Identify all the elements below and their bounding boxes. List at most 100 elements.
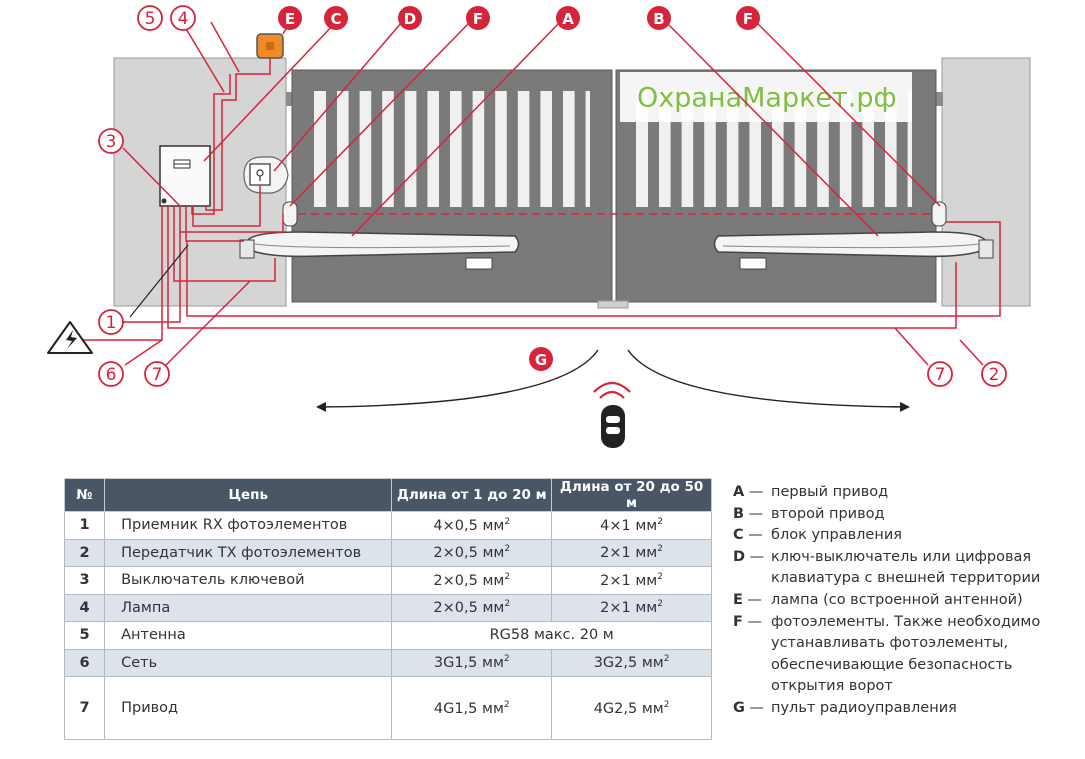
cell-circuit: Передатчик TX фотоэлементов [104, 538, 393, 567]
top-rail-right [935, 92, 943, 106]
col-header-num: № [63, 478, 106, 512]
col-header-circuit: Цепь [104, 478, 393, 512]
callout-left-3: 7 [144, 361, 170, 387]
photocell-right [931, 201, 947, 227]
cell-length-1-20: 3G1,5 мм2 [391, 648, 553, 677]
key-switch-icon [243, 156, 289, 194]
legend-text: лампа (со встроенной антенной) [771, 591, 1023, 608]
cell-num: 7 [63, 676, 106, 740]
gate-bars-left [326, 91, 586, 207]
callout-left-0: 3 [98, 128, 124, 154]
warning-high-voltage-icon [47, 321, 93, 354]
svg-text:D: D [404, 10, 416, 28]
actuator-a [239, 231, 520, 270]
callout-top-2: E [278, 6, 302, 30]
legend-item: C — блок управления [733, 525, 1078, 547]
legend-key: G — [733, 699, 765, 716]
svg-text:7: 7 [935, 365, 946, 385]
legend: A — первый привод B — второй привод C — блок … [733, 482, 1078, 720]
cell-length-20-50: 2×1 мм2 [551, 566, 712, 595]
svg-text:7: 7 [152, 365, 163, 385]
opening-arrow-left [316, 349, 599, 412]
cell-num: 2 [63, 538, 106, 567]
legend-key: D — [733, 548, 765, 565]
table-header-row: № Цепь Длина от 1 до 20 м Длина от 20 до… [63, 478, 712, 512]
svg-text:C: C [330, 10, 341, 28]
legend-text: фотоэлементы. Также необходимо устанавли… [771, 613, 1041, 695]
legend-text: ключ-выключатель или цифровая клавиатура… [771, 548, 1041, 587]
cell-circuit: Приемник RX фотоэлементов [104, 511, 393, 540]
cell-length-20-50: 4×1 мм2 [551, 511, 712, 540]
opening-arrow-right [627, 349, 910, 412]
cell-circuit: Лампа [104, 593, 393, 622]
svg-text:5: 5 [145, 9, 156, 29]
cell-length-20-50: 4G2,5 мм2 [551, 676, 712, 740]
svg-text:2: 2 [989, 365, 1000, 385]
cell-length-merged: RG58 макс. 20 м [391, 621, 712, 650]
legend-key: B — [733, 505, 764, 522]
cell-num: 1 [63, 511, 106, 540]
lamp-icon [256, 33, 284, 59]
cell-circuit: Выключатель ключевой [104, 566, 393, 595]
cell-num: 5 [63, 621, 106, 650]
callout-left-1: 1 [98, 309, 124, 335]
gate-leaf-left [291, 69, 613, 303]
cell-length-20-50: 2×1 мм2 [551, 593, 712, 622]
legend-item: G — пульт радиоуправления [733, 698, 1078, 720]
right-pillar [941, 57, 1031, 307]
cell-num: 6 [63, 648, 106, 677]
callout-top-8: F [736, 6, 760, 30]
svg-text:1: 1 [106, 313, 117, 333]
legend-item: A — первый привод [733, 482, 1078, 504]
cell-circuit: Антенна [104, 621, 393, 650]
svg-text:6: 6 [106, 365, 117, 385]
callout-top-1: 4 [170, 5, 196, 31]
cell-num: 3 [63, 566, 106, 595]
callout-top-7: B [647, 6, 671, 30]
cell-num: 4 [63, 593, 106, 622]
callout-top-6: A [556, 6, 580, 30]
svg-text:E: E [285, 10, 295, 28]
gate-bars-right [648, 91, 908, 207]
svg-text:G: G [535, 351, 547, 369]
cell-length-20-50: 3G2,5 мм2 [551, 648, 712, 677]
callout-top-0: 5 [137, 5, 163, 31]
watermark: ОхранаМаркет.рф [637, 83, 897, 114]
callout-left-2: 6 [98, 361, 124, 387]
legend-text: пульт радиоуправления [771, 699, 957, 716]
legend-key: C — [733, 527, 763, 544]
top-rail-left [286, 92, 294, 106]
callout-right-0: 7 [927, 361, 953, 387]
svg-text:F: F [743, 10, 753, 28]
cell-length-1-20: 4×0,5 мм2 [391, 511, 553, 540]
actuator-b [713, 231, 994, 270]
gate-wiring-diagram: ОхранаМаркет.рф [47, 5, 1031, 448]
cell-length-1-20: 2×0,5 мм2 [391, 593, 553, 622]
center-stop [597, 300, 629, 309]
legend-item: F — фотоэлементы. Также необходимо устана… [733, 612, 1078, 698]
legend-key: A — [733, 484, 764, 500]
callout-remote: G [529, 347, 553, 371]
cell-length-1-20: 2×0,5 мм2 [391, 566, 553, 595]
legend-text: первый привод [771, 484, 889, 500]
legend-key: E — [733, 591, 763, 608]
svg-text:A: A [562, 10, 574, 28]
legend-key: F — [733, 613, 763, 630]
legend-text: блок управления [771, 527, 902, 544]
svg-text:B: B [653, 10, 664, 28]
cell-circuit: Сеть [104, 648, 393, 677]
cell-length-1-20: 2×0,5 мм2 [391, 538, 553, 567]
legend-text: второй привод [771, 505, 885, 522]
cell-length-1-20: 4G1,5 мм2 [391, 676, 553, 740]
callout-top-3: C [324, 6, 348, 30]
cell-circuit: Привод [104, 676, 393, 740]
remote-control-icon [593, 381, 631, 448]
